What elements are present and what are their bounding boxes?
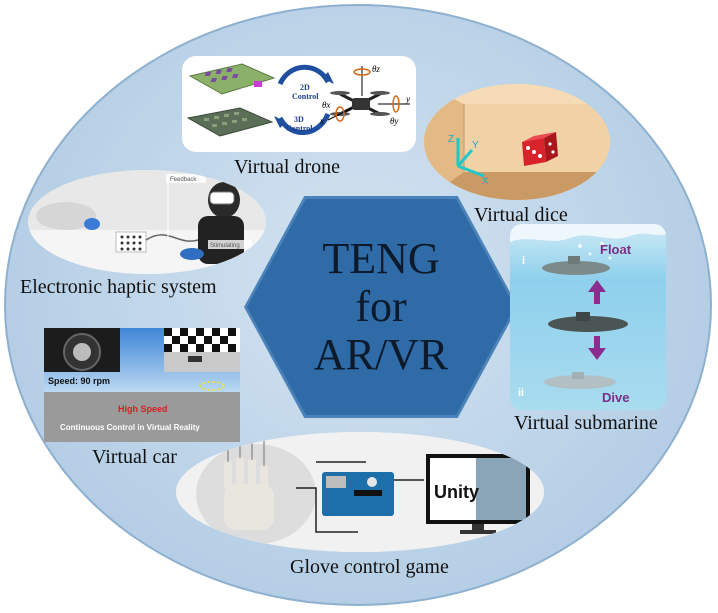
axis-y-letter: y (405, 94, 410, 104)
submarine-middle-icon (548, 312, 628, 332)
dice-illustration: Z Y X (424, 84, 610, 200)
unity-label: Unity (434, 482, 479, 502)
car-caption: Virtual car (92, 446, 177, 468)
submarine-scene: Float Dive i ii (510, 224, 666, 410)
center-hexagon (247, 199, 515, 415)
cycle-arrow-top (277, 64, 331, 86)
car-high-speed-label: High Speed (118, 404, 168, 414)
arduino-board (322, 472, 394, 516)
label-3d-1: 3D (294, 115, 304, 124)
label-2d-2: Control (292, 92, 319, 101)
dice-axis-x: X (482, 176, 489, 187)
label-2d-1: 2D (300, 83, 310, 92)
center-title: TENG for AR/VR (247, 199, 515, 415)
drone-caption: Virtual drone (234, 156, 340, 178)
float-label: Float (600, 242, 632, 257)
haptic-panel: Feedback Stimulating (28, 170, 266, 274)
drone-illustration: 2D Control 3D Control θz y θy x (186, 63, 410, 137)
checkered-flag (164, 328, 240, 372)
float-arrow-icon (588, 280, 606, 304)
dive-label: Dive (602, 390, 629, 405)
pad-3d-image (186, 107, 274, 137)
glove-scene: Unity (176, 432, 544, 552)
dice-caption: Virtual dice (474, 204, 568, 226)
monitor-icon (426, 454, 530, 534)
axis-x-letter: x (319, 116, 324, 126)
axis-theta-z: θz (372, 64, 380, 74)
car-scene: Speed: 90 rpm High Speed Continuous Cont… (44, 328, 240, 442)
haptic-photo: Feedback Stimulating (28, 170, 266, 274)
glove-caption: Glove control game (290, 556, 449, 578)
submarine-float-icon (542, 256, 610, 275)
label-ii: ii (518, 387, 524, 399)
axis-theta-y: θy (390, 116, 398, 126)
dive-arrow-icon (588, 336, 606, 360)
dice-axes (456, 138, 485, 178)
center-title-line1: TENG (322, 234, 440, 283)
label-3d-2: Control (286, 124, 313, 133)
glove-panel: Unity (176, 432, 544, 552)
dice-panel: Z Y X (424, 84, 610, 200)
haptic-stimulating-label: Stimulating (210, 243, 240, 249)
glove-hand-icon (224, 456, 274, 530)
haptic-feedback-label: Feedback (170, 177, 197, 183)
center-title-line2: for (355, 282, 407, 331)
car-continuous-label: Continuous Control in Virtual Reality (60, 423, 200, 432)
dice-axis-z: Z (448, 134, 454, 145)
axis-theta-x: θx (322, 100, 330, 110)
car-speed-label: Speed: 90 rpm (48, 376, 110, 386)
center-title-line3: AR/VR (313, 330, 449, 379)
pad-2d-image (188, 63, 276, 95)
submarine-panel: Float Dive i ii (510, 224, 666, 410)
dice-icon (522, 132, 558, 166)
car-panel: Speed: 90 rpm High Speed Continuous Cont… (44, 328, 240, 442)
submarine-dive-icon (544, 372, 616, 389)
drone-panel: 2D Control 3D Control θz y θy x (182, 56, 416, 152)
dice-axis-y: Y (472, 140, 479, 151)
haptic-caption: Electronic haptic system (20, 276, 217, 298)
submarine-caption: Virtual submarine (514, 412, 658, 434)
label-i: i (522, 255, 525, 267)
